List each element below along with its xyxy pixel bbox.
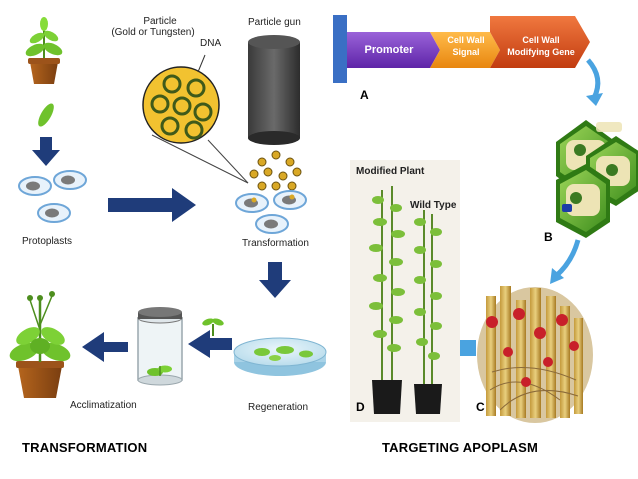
dna-label: DNA [200, 38, 222, 49]
seedling-pot-icon [25, 17, 63, 84]
particle-gun-icon [248, 35, 300, 145]
transformation-label: Transformation [242, 238, 309, 249]
transformed-cells-icon [235, 190, 307, 234]
right-arrow [108, 188, 196, 222]
panel-c-label: C [476, 400, 485, 414]
caption-right: TARGETING APOPLASM [382, 440, 538, 455]
gold-particle-icon [142, 54, 249, 184]
down-arrow-1 [32, 137, 60, 166]
petri-dish-icon [233, 337, 327, 376]
protoplasts-icon [18, 170, 87, 223]
leaf-icon [38, 103, 54, 127]
down-arrow-2 [259, 262, 291, 298]
caption-left: TRANSFORMATION [22, 440, 148, 455]
left-arrow-2 [82, 332, 128, 362]
plant-cells-icon [556, 120, 638, 238]
panel-d-label: D [356, 400, 365, 414]
particle-spray-icon [249, 150, 302, 191]
particle-gun-label: Particle gun [248, 17, 301, 28]
sprout-icon [202, 318, 224, 336]
acclimatization-label: Acclimatization [70, 400, 137, 411]
gene-text-line2: Modifying Gene [507, 47, 575, 57]
cell-wall-stems-icon [477, 286, 593, 423]
curve-arrow-ab [586, 58, 601, 100]
culture-jar-icon [137, 307, 183, 386]
gene-segment [490, 16, 590, 68]
particle-label-line2: (Gold or Tungsten) [111, 27, 195, 38]
modified-vs-wild-plants-icon [350, 160, 460, 422]
gene-construct [333, 15, 590, 83]
wild-type-label: Wild Type [410, 200, 457, 211]
construct-left-block [333, 15, 347, 83]
signal-text-line1: Cell Wall [447, 35, 485, 45]
particle-label: Particle (Gold or Tungsten) [111, 16, 195, 38]
signal-segment [430, 32, 500, 68]
regeneration-label: Regeneration [248, 402, 309, 413]
protoplasts-label: Protoplasts [22, 236, 73, 247]
panel-b-label: B [544, 230, 553, 244]
left-arrow-1 [188, 330, 232, 358]
modified-plant-label: Modified Plant [356, 166, 425, 177]
gene-text-line1: Cell Wall [522, 35, 560, 45]
signal-text: Cell Wall Signal [438, 34, 494, 58]
particle-label-line1: Particle [143, 16, 177, 27]
mature-plant-pot-icon [9, 291, 71, 398]
panel-a-label: A [360, 88, 369, 102]
gene-text: Cell Wall Modifying Gene [500, 34, 582, 58]
curve-arrow-bc [554, 239, 581, 278]
promoter-segment [347, 32, 440, 68]
signal-text-line2: Signal [452, 47, 480, 57]
promoter-text: Promoter [364, 44, 414, 56]
